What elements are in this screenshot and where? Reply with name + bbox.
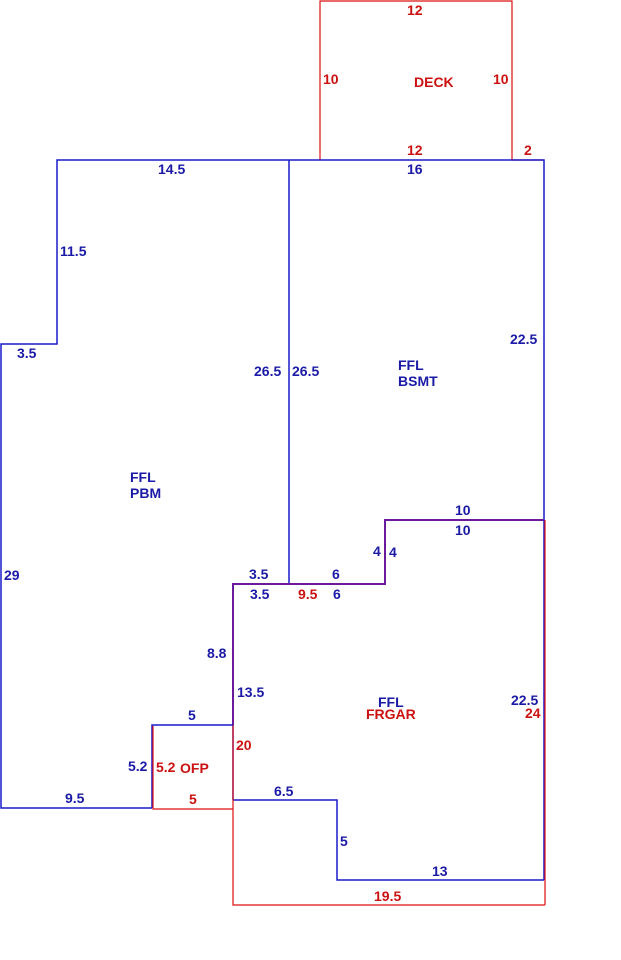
- ofp-label: OFP: [180, 760, 209, 776]
- dim-bsmt-step-top: 10: [455, 502, 471, 518]
- dim-gar-right-red: 24: [525, 705, 541, 721]
- dim-pbm-notch: 3.5: [249, 566, 269, 582]
- frgar-notch: [233, 799, 544, 881]
- dim-gar-notch-top: 6.5: [274, 783, 294, 799]
- dim-bsmt-step-side: 4: [373, 543, 381, 559]
- dim-bsmt-right: 22.5: [510, 331, 537, 347]
- dim-gar-step-top: 10: [455, 522, 471, 538]
- frgar-shared-wall: [232, 519, 544, 725]
- dim-pbm-right: 26.5: [254, 363, 281, 379]
- deck-outline: [319, 0, 513, 160]
- dim-gar-right-blue: 22.5: [511, 692, 538, 708]
- dim-ofp-bottom: 5: [189, 791, 197, 807]
- dim-pbm-step-top: 3.5: [17, 345, 37, 361]
- pbm-outline: [0, 159, 289, 809]
- ofp-top-blue: [151, 724, 233, 808]
- dim-deck-bottom: 12: [407, 142, 423, 158]
- dim-bsmt-left: 26.5: [292, 363, 319, 379]
- dim-gar-left-red: 20: [236, 737, 252, 753]
- dim-pbm-left: 29: [4, 567, 20, 583]
- frgar-label-line2: FRGAR: [366, 706, 416, 722]
- dim-gar-top-b: 9.5: [298, 586, 318, 602]
- dim-gar-top-c: 6: [333, 586, 341, 602]
- dim-bsmt-step-bottom: 6: [332, 566, 340, 582]
- ofp-outline-red: [152, 726, 233, 810]
- dim-pbm-step-side: 11.5: [60, 243, 87, 259]
- dim-gar-notch-side: 5: [340, 833, 348, 849]
- dim-pbm-bottom: 9.5: [65, 790, 85, 806]
- dim-gar-bottom: 19.5: [374, 888, 401, 904]
- frgar-red-outline: [232, 725, 545, 906]
- dim-gar-top-a: 3.5: [250, 586, 270, 602]
- dim-deck-offset: 2: [524, 142, 532, 158]
- frgar-label-line1: FFL: [378, 694, 404, 710]
- dim-bsmt-top: 16: [407, 161, 423, 177]
- dim-gar-left-blue: 13.5: [237, 684, 264, 700]
- dim-ofp-top: 5: [188, 707, 196, 723]
- dim-ofp-left-blue: 5.2: [128, 758, 148, 774]
- dim-deck-top: 12: [407, 2, 423, 18]
- dim-gar-step-side: 4: [389, 544, 397, 560]
- dim-deck-left: 10: [323, 71, 339, 87]
- dim-ofp-left-red: 5.2: [156, 759, 176, 775]
- bsmt-label-line2: BSMT: [398, 373, 438, 389]
- dim-gar-notch-bottom: 13: [432, 863, 448, 879]
- dim-pbm-lower-right: 8.8: [207, 645, 227, 661]
- bsmt-outline: [289, 159, 545, 520]
- dim-pbm-top: 14.5: [158, 161, 185, 177]
- dim-deck-right: 10: [493, 71, 509, 87]
- pbm-label-line1: FFL: [130, 469, 156, 485]
- pbm-label-line2: PBM: [130, 485, 161, 501]
- bsmt-label-line1: FFL: [398, 357, 424, 373]
- deck-label: DECK: [414, 74, 454, 90]
